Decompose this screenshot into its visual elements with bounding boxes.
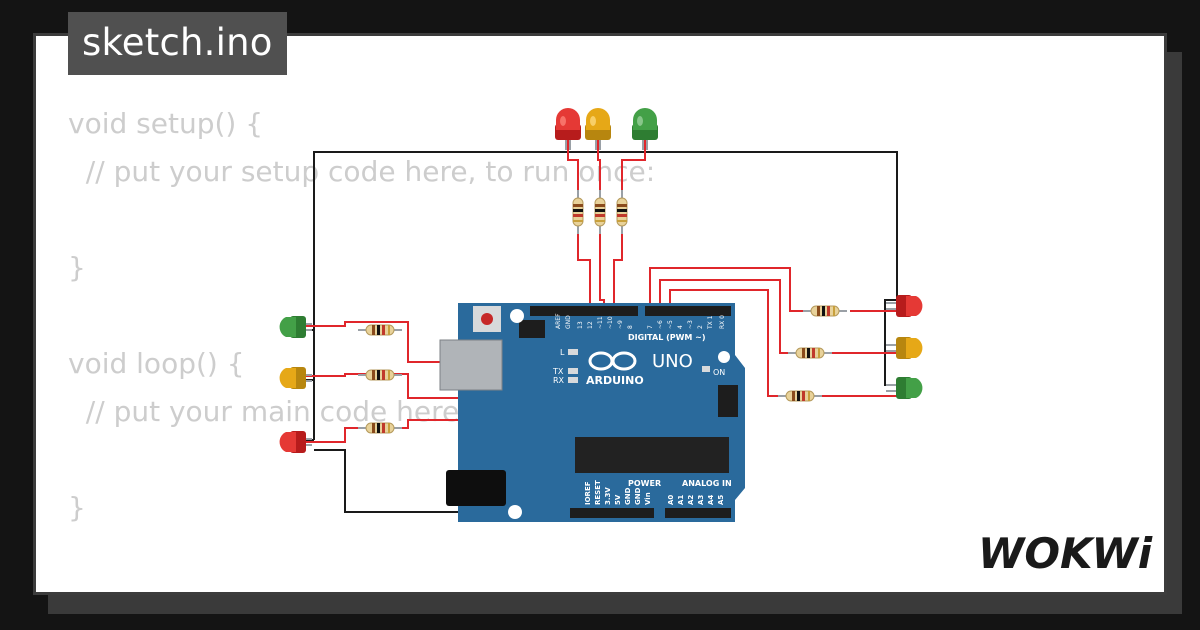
pin-label: A5 bbox=[717, 495, 725, 505]
pin-label: ~5 bbox=[667, 320, 674, 329]
led-top-yellow[interactable] bbox=[585, 108, 611, 150]
led-right-red[interactable] bbox=[886, 295, 923, 317]
header-power bbox=[570, 508, 654, 518]
arduino-uno-board[interactable]: L TX RX ON DIGITAL (PWM ~) POWER ANALOG … bbox=[439, 303, 745, 522]
resistor-right-3[interactable] bbox=[777, 390, 823, 402]
power-label: POWER bbox=[628, 479, 661, 488]
wokwi-logo: WOKWi bbox=[978, 529, 1153, 578]
pin-label: 5V bbox=[614, 494, 622, 505]
led-label-tx: TX bbox=[552, 367, 564, 376]
pin-label: 12 bbox=[587, 321, 594, 329]
arduino-infinity-logo bbox=[588, 351, 637, 371]
power-pin-labels: IOREF RESET 3.3V 5V GND GND Vin bbox=[584, 480, 652, 505]
pin-label: A2 bbox=[687, 495, 695, 505]
pin-label: ~6 bbox=[657, 320, 664, 329]
led-top-red[interactable] bbox=[555, 108, 581, 150]
code-line: void loop() { bbox=[68, 347, 245, 380]
icsp-header-top bbox=[519, 320, 545, 338]
pin-label: AREF bbox=[555, 313, 562, 329]
usb-port bbox=[439, 339, 503, 391]
pin-label: ~9 bbox=[617, 320, 624, 329]
resistor-right-1[interactable] bbox=[802, 305, 848, 317]
header-analog bbox=[665, 508, 731, 518]
brand-label: ARDUINO bbox=[586, 374, 644, 387]
pin-label: ~3 bbox=[687, 320, 694, 329]
led-label-rx: RX bbox=[553, 376, 565, 385]
led-right-yellow[interactable] bbox=[886, 337, 923, 359]
pin-label: A3 bbox=[697, 495, 705, 505]
pin-label: A4 bbox=[707, 495, 715, 505]
pin-label: RESET bbox=[594, 480, 602, 505]
led-left-green[interactable] bbox=[279, 316, 312, 338]
resistor-top-2[interactable] bbox=[594, 189, 606, 235]
pin-label: TX 1 bbox=[707, 315, 714, 330]
code-line: } bbox=[68, 251, 86, 284]
model-label: UNO bbox=[652, 351, 693, 372]
header-digital-high bbox=[530, 306, 638, 316]
pin-label: ~11 bbox=[597, 316, 604, 329]
resistor-top-1[interactable] bbox=[572, 189, 584, 235]
pin-label: GND bbox=[624, 487, 632, 505]
analog-label: ANALOG IN bbox=[682, 479, 732, 488]
pin-label: A1 bbox=[677, 495, 685, 505]
led-right-green[interactable] bbox=[886, 377, 923, 399]
resistor-left-2[interactable] bbox=[357, 369, 403, 381]
pin-label: 3.3V bbox=[604, 487, 612, 505]
pin-label: 7 bbox=[647, 325, 654, 329]
resistor-right-2[interactable] bbox=[787, 347, 833, 359]
on-label: ON bbox=[713, 368, 725, 377]
code-line: } bbox=[68, 491, 86, 524]
header-digital-low bbox=[645, 306, 731, 316]
power-jack bbox=[446, 470, 506, 506]
pin-label: GND bbox=[634, 487, 642, 505]
led-left-red[interactable] bbox=[279, 431, 312, 453]
resistor-left-1[interactable] bbox=[357, 324, 403, 336]
pin-label: RX 0 bbox=[719, 315, 726, 329]
top-pin-labels: AREF GND 13 12 ~11 ~10 ~9 8 7 ~6 ~5 4 ~3… bbox=[555, 313, 726, 330]
pin-label: A0 bbox=[667, 495, 675, 505]
pin-label: IOREF bbox=[584, 481, 592, 505]
resistor-left-3[interactable] bbox=[357, 422, 403, 434]
mount-hole bbox=[718, 351, 730, 363]
digital-label: DIGITAL (PWM ~) bbox=[628, 333, 706, 342]
pin-label: ~10 bbox=[607, 316, 614, 329]
icsp-header-side bbox=[718, 385, 738, 417]
pin-label: GND bbox=[565, 315, 572, 329]
pin-label: 4 bbox=[677, 325, 684, 329]
led-left-yellow[interactable] bbox=[279, 367, 312, 389]
pin-label: Vin bbox=[644, 492, 652, 505]
analog-pin-labels: A0 A1 A2 A3 A4 A5 bbox=[667, 495, 725, 505]
mount-hole bbox=[508, 505, 522, 519]
led-top-green[interactable] bbox=[632, 108, 658, 150]
resistor-top-3[interactable] bbox=[616, 189, 628, 235]
atmega-chip bbox=[575, 437, 729, 473]
code-line: void setup() { bbox=[68, 107, 264, 140]
sketch-filename-tab[interactable]: sketch.ino bbox=[68, 12, 287, 75]
led-label-l: L bbox=[560, 348, 565, 357]
pin-label: 2 bbox=[697, 325, 704, 329]
pin-label: 8 bbox=[627, 325, 634, 329]
code-line: // put your setup code here, to run once… bbox=[68, 155, 656, 188]
pin-label: 13 bbox=[577, 321, 584, 329]
mount-hole bbox=[510, 309, 524, 323]
